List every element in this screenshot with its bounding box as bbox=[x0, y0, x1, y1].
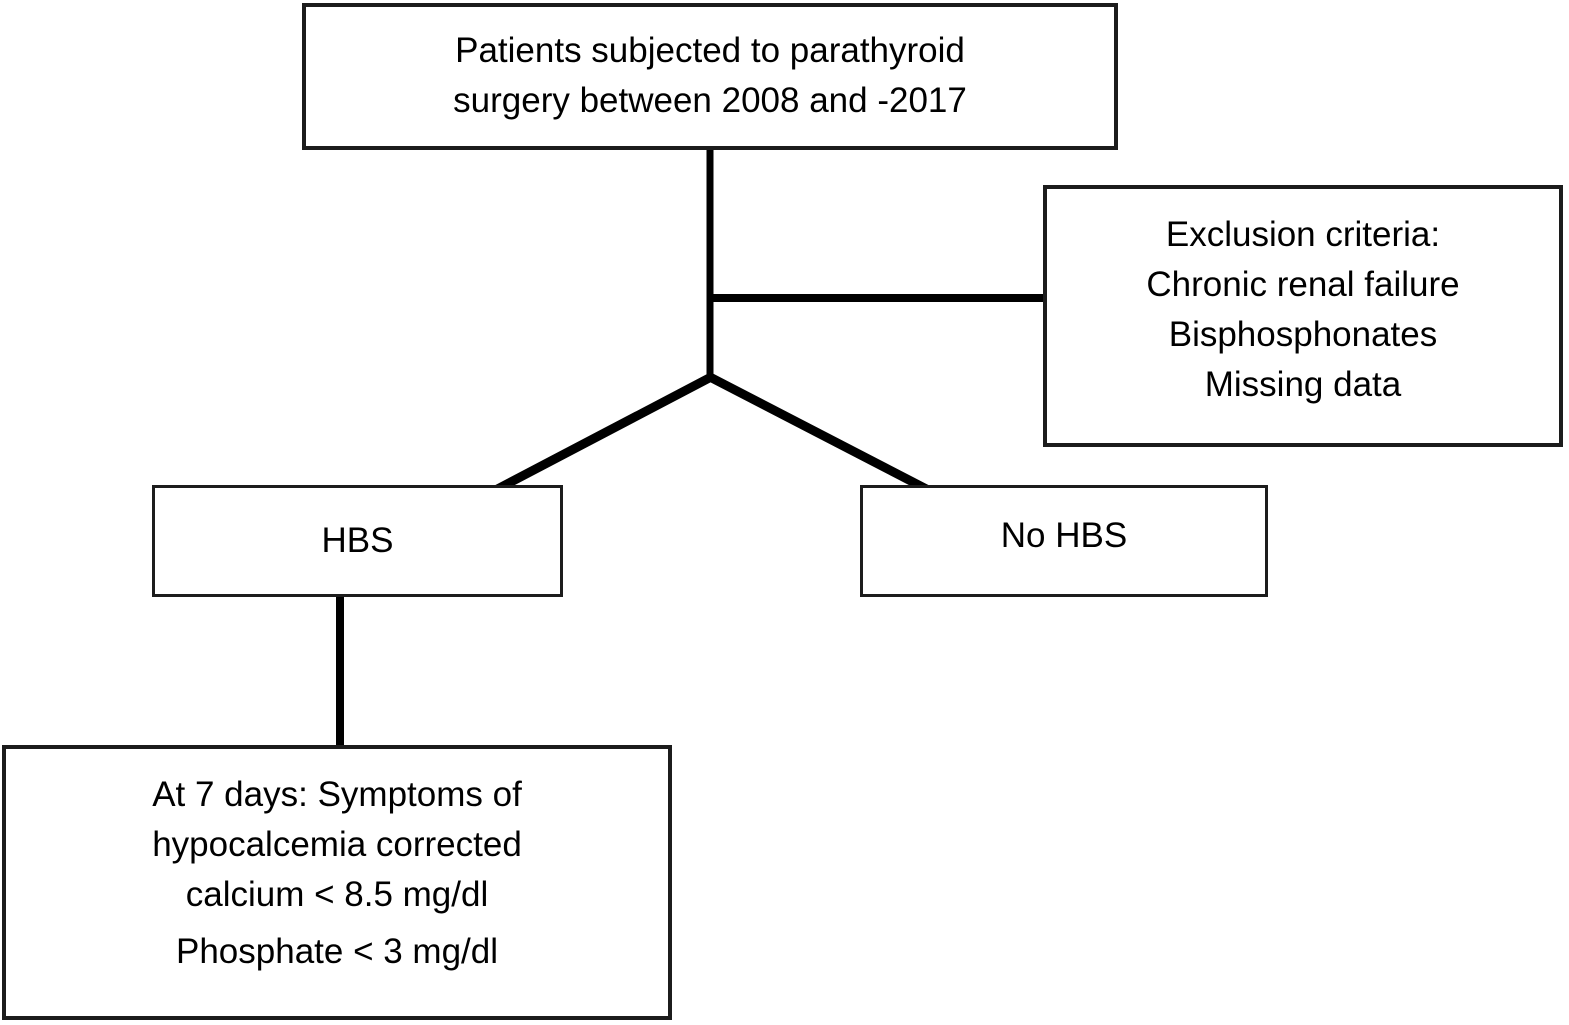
node-no-hbs-label: No HBS bbox=[1000, 516, 1128, 555]
node-exclusion-box: Exclusion criteria: Chronic renal failur… bbox=[1043, 185, 1563, 447]
node-patients-line: Patients subjected to parathyroid bbox=[455, 31, 965, 70]
node-no-hbs-box: No HBS bbox=[860, 485, 1268, 597]
node-outcome-box: At 7 days: Symptoms of hypocalcemia corr… bbox=[2, 745, 672, 1020]
node-outcome-line: Phosphate < 3 mg/dl bbox=[175, 932, 499, 971]
node-patients-box: Patients subjected to parathyroid surger… bbox=[302, 3, 1118, 150]
node-exclusion-item: Chronic renal failure bbox=[1146, 265, 1460, 304]
node-hbs-box: HBS bbox=[152, 485, 563, 597]
node-outcome-line: hypocalcemia corrected bbox=[152, 825, 522, 864]
node-hbs-label: HBS bbox=[321, 521, 394, 560]
node-outcome-line: calcium < 8.5 mg/dl bbox=[185, 875, 489, 914]
node-patients-line: surgery between 2008 and -2017 bbox=[453, 81, 967, 120]
node-outcome-line: At 7 days: Symptoms of bbox=[152, 775, 522, 814]
node-exclusion-item: Bisphosphonates bbox=[1168, 315, 1438, 354]
node-exclusion-item: Missing data bbox=[1204, 365, 1402, 404]
connector-split-to-hbs bbox=[485, 372, 716, 498]
connector-split-to-no-hbs bbox=[705, 372, 939, 498]
node-exclusion-title: Exclusion criteria: bbox=[1165, 215, 1441, 254]
